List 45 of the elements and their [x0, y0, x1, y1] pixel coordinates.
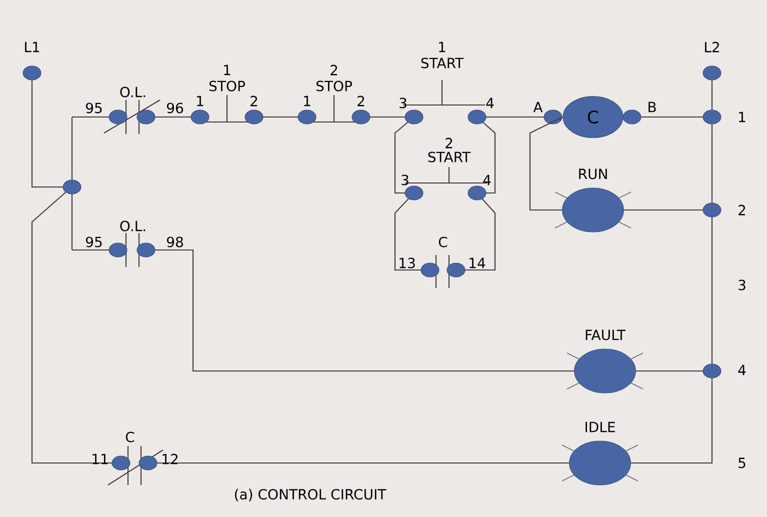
pilot-lamp: IDLE: [562, 422, 638, 486]
rung-number: 5: [738, 458, 746, 468]
node-label: RUN: [579, 168, 607, 180]
terminal-number: 98: [166, 236, 183, 248]
terminal-number: 3: [402, 174, 408, 186]
terminal-number: 2: [358, 96, 364, 106]
node-label: IDLE: [586, 422, 615, 432]
terminal-number: 1: [197, 96, 204, 106]
device-label: START: [428, 152, 471, 162]
rail-label: L1: [25, 42, 40, 52]
terminal-number: 95: [86, 236, 102, 248]
rung-number: 3: [738, 280, 746, 290]
node-label: FAULT: [586, 330, 626, 340]
rung-number: 1: [739, 112, 746, 122]
terminal-number: 12: [162, 454, 178, 464]
device-number: 2: [330, 64, 338, 76]
terminal-number: 95: [86, 102, 102, 114]
terminal-number: 14: [470, 258, 486, 268]
device-number: 1: [439, 42, 446, 52]
device-label: START: [421, 58, 464, 68]
device-label: C: [126, 432, 134, 442]
device-label: STOP: [209, 80, 245, 92]
device-number: 1: [224, 64, 230, 76]
device-label: O.L.: [120, 86, 146, 98]
device-number: 2: [446, 138, 452, 148]
device-label: C: [438, 236, 448, 248]
terminal-label: B: [648, 102, 656, 112]
wire: [529, 116, 563, 211]
device-label: STOP: [316, 80, 352, 92]
terminal-number: 1: [304, 96, 310, 106]
terminal-number: 3: [400, 98, 406, 108]
terminal-label: A: [533, 102, 543, 112]
terminal-number: 13: [400, 258, 415, 268]
caption: (a) CONTROL CIRCUIT: [235, 488, 386, 502]
terminal-number: 2: [250, 96, 258, 106]
device-label: O.L.: [120, 220, 146, 232]
pilot-lamp: RUN: [554, 168, 632, 232]
rung-number: 2: [738, 204, 746, 216]
pilot-lamp: FAULT: [566, 330, 644, 394]
terminal-number: 11: [92, 454, 108, 464]
rail-label: L2: [705, 42, 719, 52]
terminal-number: 96: [166, 102, 184, 114]
terminal-number: 4: [483, 174, 491, 186]
rung-number: 4: [738, 364, 746, 376]
terminal-number: 4: [486, 98, 494, 108]
